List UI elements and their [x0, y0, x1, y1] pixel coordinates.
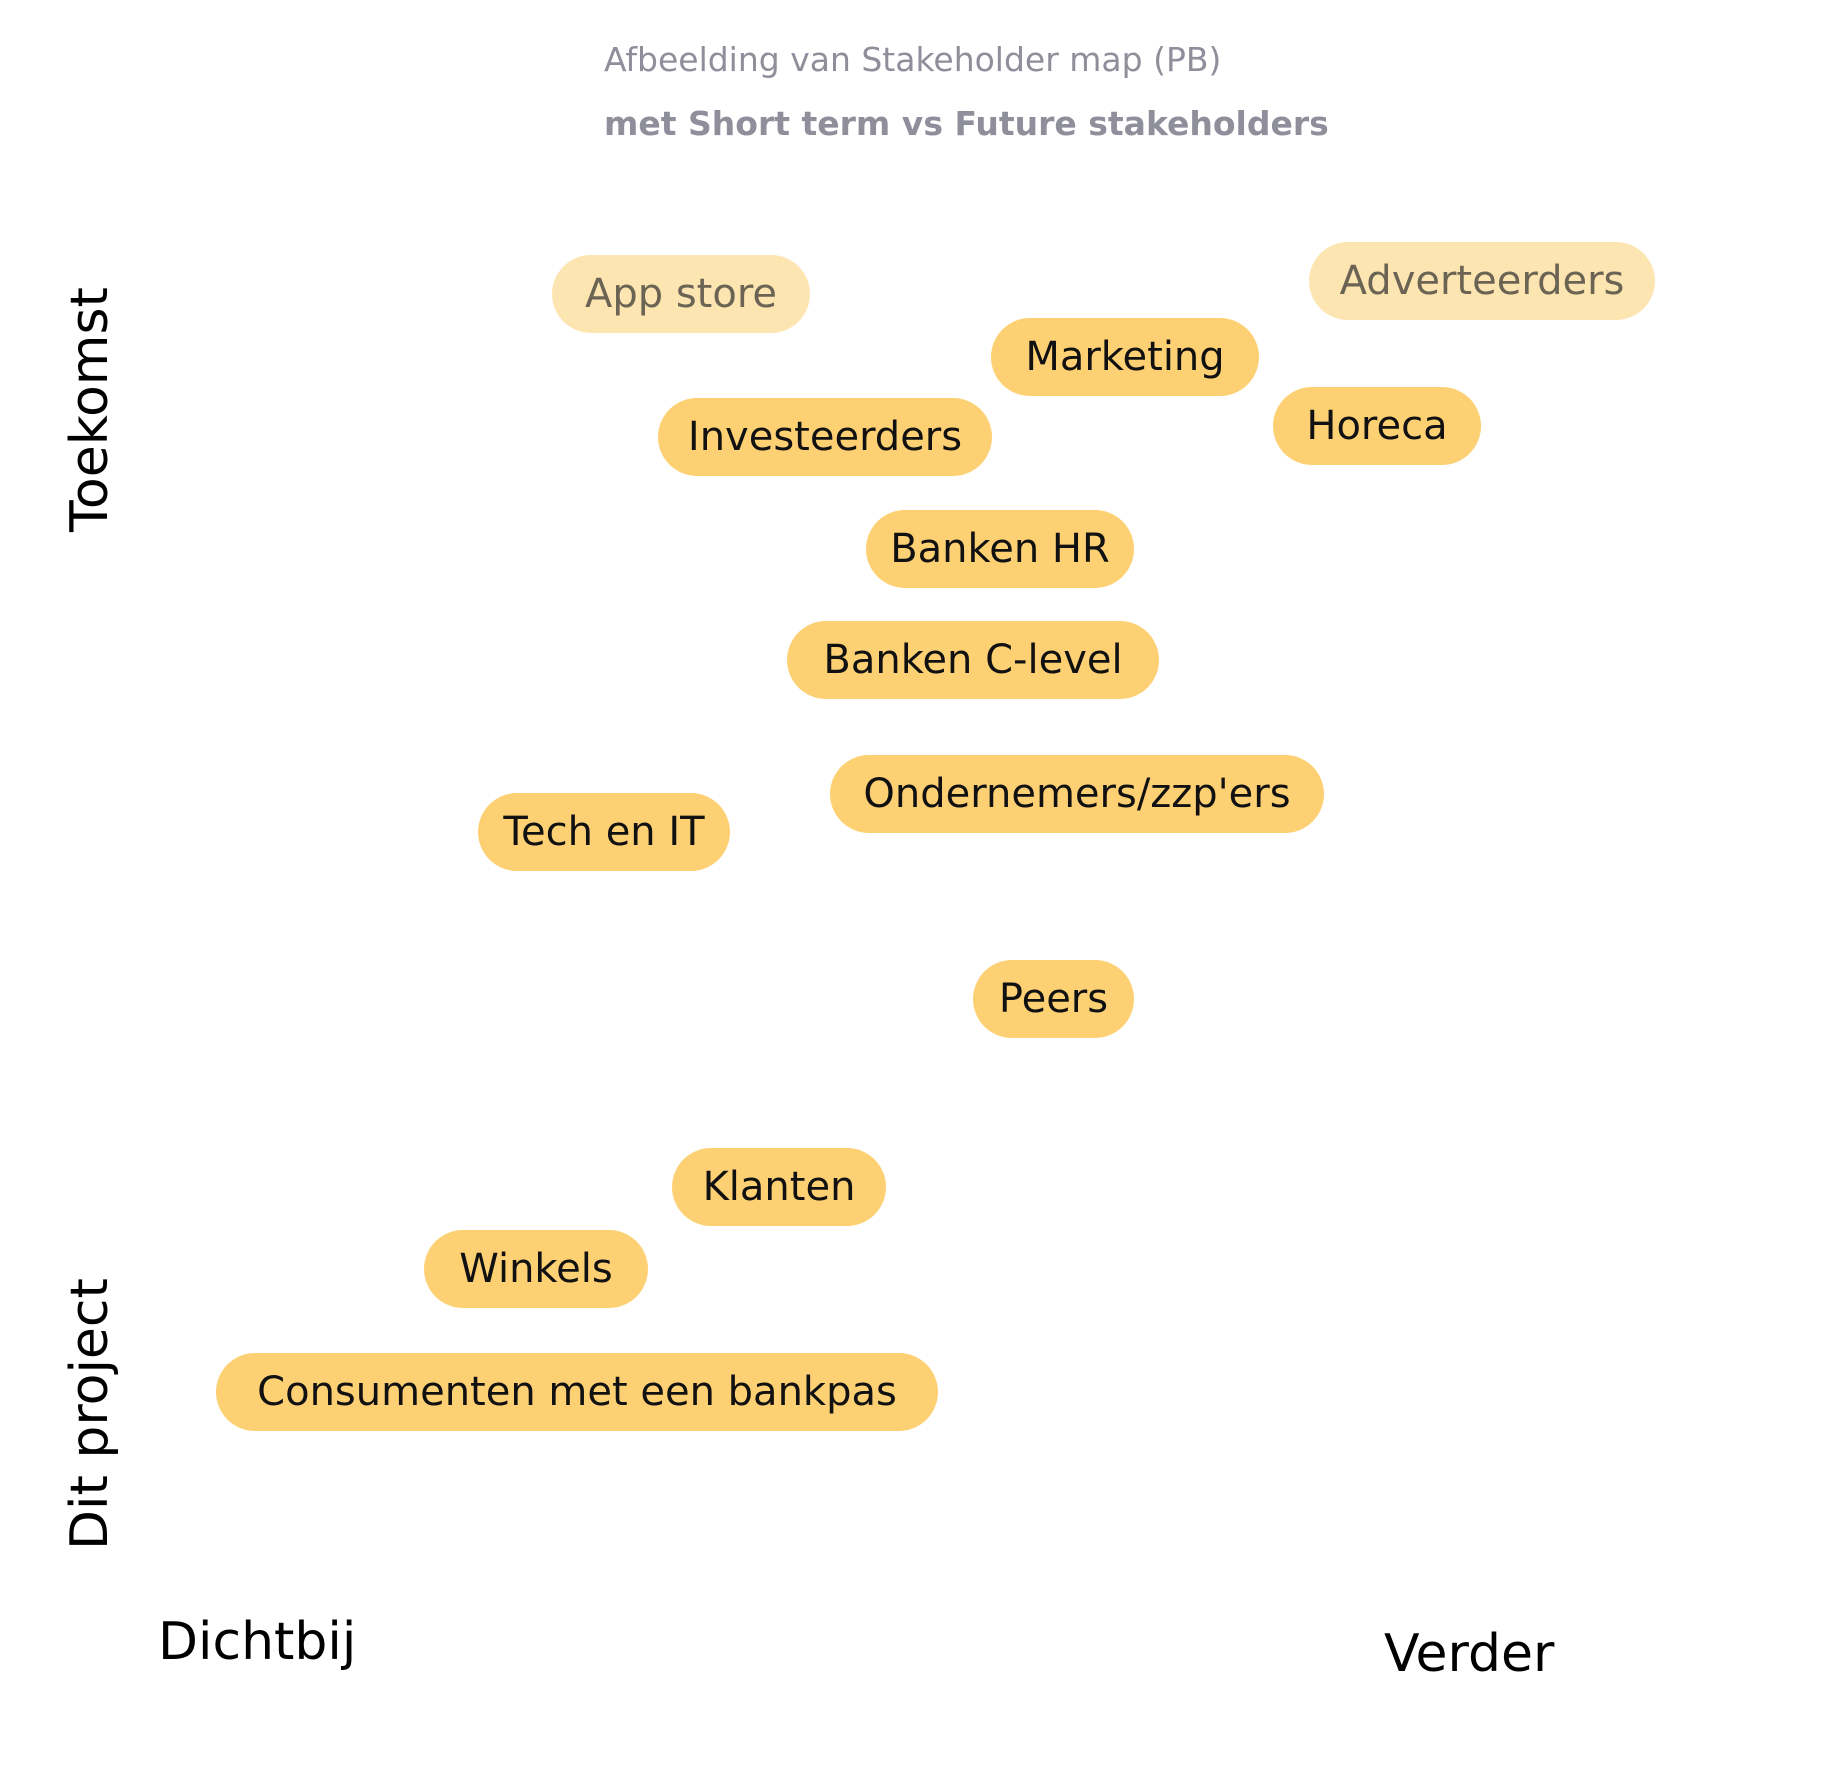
x-axis-right-label: Verder: [1384, 1624, 1555, 1684]
title-line-1: Afbeelding van Stakeholder map (PB): [604, 40, 1222, 79]
y-axis-top-label: Toekomst: [60, 287, 120, 532]
stakeholder-chip: Banken HR: [866, 510, 1134, 588]
stakeholder-chip: Horeca: [1273, 387, 1481, 465]
title-line-2: met Short term vs Future stakeholders: [604, 104, 1329, 143]
stakeholder-chip: Marketing: [991, 318, 1259, 396]
stakeholder-chip: Banken C-level: [787, 621, 1159, 699]
stakeholder-chip: Ondernemers/zzp'ers: [830, 755, 1324, 833]
stakeholder-chip: Investeerders: [658, 398, 992, 476]
stakeholder-chip: Peers: [973, 960, 1134, 1038]
stakeholder-chip: Winkels: [424, 1230, 648, 1308]
stakeholder-chip: Adverteerders: [1309, 242, 1655, 320]
x-axis-left-label: Dichtbij: [158, 1612, 357, 1672]
stakeholder-chip: Consumenten met een bankpas: [216, 1353, 938, 1431]
stakeholder-chip: Tech en IT: [478, 793, 730, 871]
stakeholder-chip: App store: [552, 255, 810, 333]
stakeholder-chip: Klanten: [672, 1148, 886, 1226]
y-axis-bottom-label: Dit project: [60, 1278, 120, 1550]
